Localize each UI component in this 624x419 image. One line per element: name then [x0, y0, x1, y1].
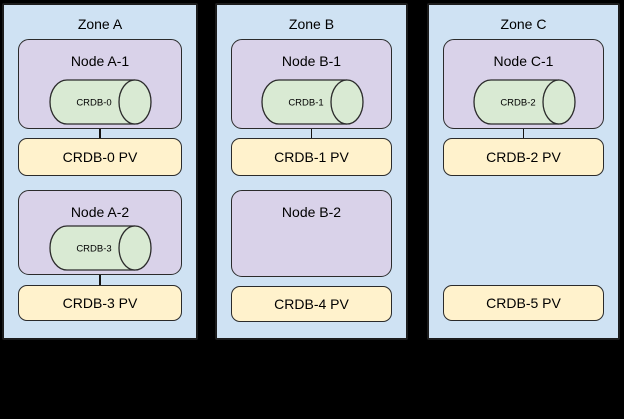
- connector-node-a1-to-pv: [99, 129, 101, 138]
- node-c1: Node C-1 CRDB-2: [443, 39, 604, 129]
- zone-a-label: Zone A: [77, 16, 123, 32]
- pv-crdb-3: CRDB-3 PV: [18, 285, 182, 321]
- pv-crdb-2: CRDB-2 PV: [443, 138, 604, 176]
- pod-crdb-1-cylinder-icon: CRDB-1: [260, 79, 364, 125]
- node-b1: Node B-1 CRDB-1: [231, 39, 392, 129]
- pod-crdb-2-cylinder-icon: CRDB-2: [472, 79, 576, 125]
- node-b2: Node B-2: [231, 190, 392, 277]
- pod-crdb-0-label: CRDB-0: [76, 98, 111, 109]
- pod-crdb-2-label: CRDB-2: [500, 98, 535, 109]
- zone-b-label: Zone B: [288, 16, 335, 32]
- pv-crdb-1-label: CRDB-1 PV: [274, 149, 349, 165]
- pod-crdb-3-cylinder-icon: CRDB-3: [49, 225, 152, 271]
- pv-crdb-0: CRDB-0 PV: [18, 138, 182, 176]
- node-a1-label: Node A-1: [70, 53, 130, 69]
- pod-crdb-1-label: CRDB-1: [288, 98, 323, 109]
- zone-b: Zone B Node B-1 CRDB-1 CRDB-1 PV Node B-…: [215, 3, 408, 340]
- node-c1-label: Node C-1: [493, 53, 554, 69]
- pod-crdb-0-cylinder-icon: CRDB-0: [49, 79, 152, 125]
- pv-crdb-5: CRDB-5 PV: [443, 285, 604, 321]
- pv-crdb-4-label: CRDB-4 PV: [274, 296, 349, 312]
- pod-crdb-3-label: CRDB-3: [76, 244, 111, 255]
- node-b2-label: Node B-2: [281, 204, 342, 220]
- pv-crdb-4: CRDB-4 PV: [231, 286, 392, 322]
- connector-node-b1-to-pv: [310, 129, 313, 138]
- pv-crdb-1: CRDB-1 PV: [231, 138, 392, 176]
- node-a2: Node A-2 CRDB-3: [18, 190, 182, 275]
- pv-crdb-5-label: CRDB-5 PV: [486, 295, 561, 311]
- pv-crdb-2-label: CRDB-2 PV: [486, 149, 561, 165]
- pv-crdb-3-label: CRDB-3 PV: [62, 295, 138, 311]
- zone-c-label: Zone C: [500, 16, 547, 32]
- node-b1-label: Node B-1: [281, 53, 342, 69]
- connector-node-a2-to-pv: [99, 275, 101, 285]
- zone-c: Zone C Node C-1 CRDB-2 CRDB-2 PV CRDB-5 …: [427, 3, 620, 340]
- pv-crdb-0-label: CRDB-0 PV: [62, 149, 138, 165]
- zone-a: Zone A Node A-1 CRDB-0 CRDB-0 PV Node A-…: [2, 3, 198, 340]
- node-a2-label: Node A-2: [70, 204, 130, 220]
- node-a1: Node A-1 CRDB-0: [18, 39, 182, 129]
- connector-node-c1-to-pv: [522, 129, 525, 138]
